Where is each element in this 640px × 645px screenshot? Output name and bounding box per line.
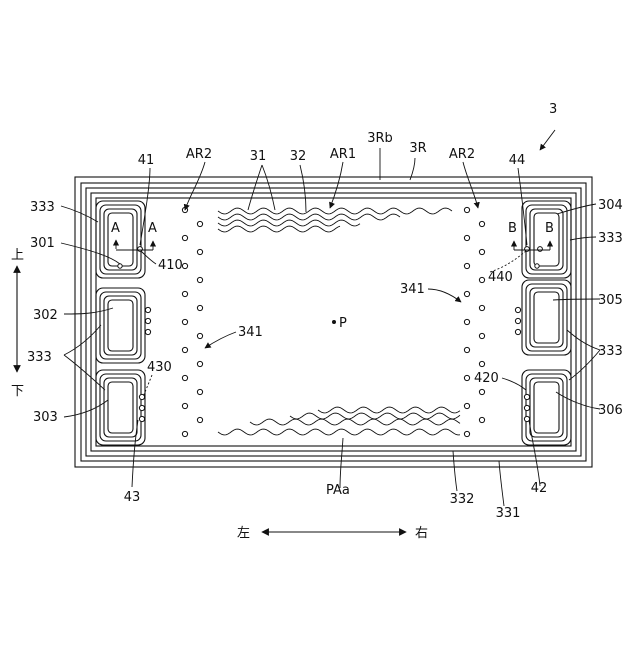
magnet-dot: [182, 235, 187, 240]
label-p: P: [339, 316, 347, 331]
label-41: 41: [138, 153, 155, 168]
label-305: 305: [598, 293, 623, 308]
magnet-dot: [197, 389, 202, 394]
magnet-dot: [479, 417, 484, 422]
magnet-dot: [197, 221, 202, 226]
label-section-a-1: A: [111, 221, 120, 236]
label-333-ml: 333: [27, 350, 52, 365]
wire-wave: [318, 407, 460, 413]
magnet-dot: [479, 389, 484, 394]
magnet-dot: [182, 319, 187, 324]
magnet-dot: [479, 305, 484, 310]
label-3r: 3R: [409, 141, 426, 156]
wire-wave: [250, 419, 460, 425]
center-point-marker: [332, 320, 336, 324]
magnet-dot: [182, 291, 187, 296]
magnet-dot: [464, 431, 469, 436]
magnet-dot: [479, 249, 484, 254]
direction-up-label: 上: [11, 248, 24, 263]
label-fig-ref: 3: [549, 102, 557, 117]
label-304: 304: [598, 198, 623, 213]
wire-wave: [218, 220, 360, 226]
label-paa: PAa: [326, 483, 350, 498]
magnet-dot: [197, 277, 202, 282]
label-ar1: AR1: [330, 147, 356, 162]
label-ar2-left: AR2: [186, 147, 212, 162]
label-3rb: 3Rb: [367, 131, 393, 146]
coil-304: [522, 201, 571, 278]
label-331: 331: [496, 506, 521, 521]
magnet-dot: [182, 431, 187, 436]
label-341-right: 341: [400, 282, 425, 297]
label-341-left: 341: [238, 325, 263, 340]
label-31: 31: [250, 149, 267, 164]
magnet-dot: [479, 277, 484, 282]
wire-wave: [218, 208, 452, 214]
magnet-dot: [197, 361, 202, 366]
coil-302: [96, 288, 145, 363]
direction-left-label: 左: [237, 526, 250, 541]
label-420: 420: [474, 371, 499, 386]
magnet-dot: [479, 333, 484, 338]
label-332: 332: [450, 492, 475, 507]
direction-down-label: 下: [11, 384, 24, 399]
label-333-tr: 333: [598, 231, 623, 246]
magnet-dot: [464, 347, 469, 352]
wire-wave: [290, 413, 460, 419]
magnet-dot: [479, 361, 484, 366]
label-306: 306: [598, 403, 623, 418]
magnet-dot: [464, 319, 469, 324]
magnet-dot: [182, 403, 187, 408]
label-333-mr: 333: [598, 344, 623, 359]
magnet-dot: [464, 207, 469, 212]
label-43: 43: [124, 490, 141, 505]
label-303: 303: [33, 410, 58, 425]
label-440: 440: [488, 270, 513, 285]
label-section-b-1: B: [508, 221, 517, 236]
magnet-dot: [197, 249, 202, 254]
wire-wave: [218, 214, 400, 220]
magnet-dot: [197, 417, 202, 422]
wire-wave: [218, 429, 460, 435]
magnet-dot: [197, 305, 202, 310]
magnet-dot: [464, 375, 469, 380]
wire-wave: [218, 226, 340, 232]
label-302: 302: [33, 308, 58, 323]
label-32: 32: [290, 149, 307, 164]
label-44: 44: [509, 153, 526, 168]
coil-303: [96, 370, 145, 445]
label-section-a-2: A: [148, 221, 157, 236]
section-marks: [116, 240, 550, 250]
leader-lines: [61, 130, 600, 506]
magnet-dot: [464, 263, 469, 268]
label-333-tl: 333: [30, 200, 55, 215]
label-410: 410: [158, 258, 183, 273]
magnet-dot: [182, 375, 187, 380]
direction-right-label: 右: [415, 526, 428, 541]
label-ar2-right: AR2: [449, 147, 475, 162]
magnet-dot: [182, 263, 187, 268]
label-301: 301: [30, 236, 55, 251]
label-section-b-2: B: [545, 221, 554, 236]
label-430: 430: [147, 360, 172, 375]
magnet-dot: [182, 347, 187, 352]
label-42: 42: [531, 481, 548, 496]
coil-305: [522, 280, 571, 355]
magnet-dot: [479, 221, 484, 226]
magnet-dot: [464, 403, 469, 408]
magnet-dot: [464, 235, 469, 240]
magnet-dot: [197, 333, 202, 338]
magnet-dot: [464, 291, 469, 296]
